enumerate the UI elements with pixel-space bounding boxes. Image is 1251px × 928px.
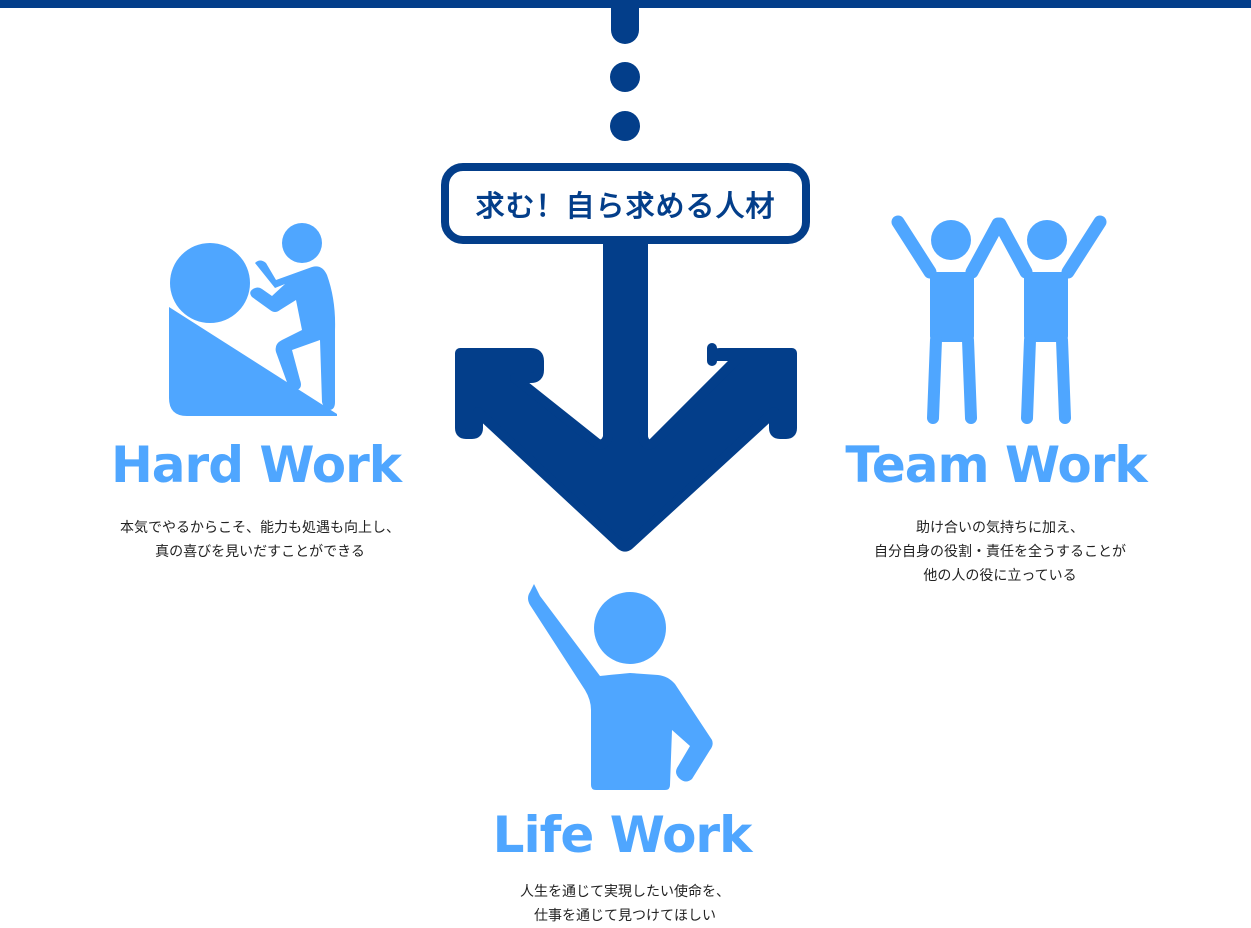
hard-work-title: Hard Work: [110, 436, 402, 494]
description-line: 自分自身の役割・責任を全うすることが: [874, 544, 1126, 560]
center-label-box: 求む！自ら求める人材: [441, 163, 810, 244]
three-way-arrow-icon: [455, 239, 797, 552]
description-line: 仕事を通じて見つけてほしい: [534, 908, 716, 924]
person-pointing-up-icon: [528, 584, 713, 790]
person-pushing-boulder-icon: [169, 223, 337, 416]
description-line: 人生を通じて実現したい使命を、: [520, 884, 730, 900]
description-line: 他の人の役に立っている: [923, 568, 1077, 584]
description-line: 本気でやるからこそ、能力も処遇も向上し、: [120, 520, 400, 536]
two-people-high-five-icon: [891, 215, 1107, 424]
dotted-connector-icon: [610, 0, 640, 141]
hard-work-description: 本気でやるからこそ、能力も処遇も向上し、 真の喜びを見いだすことができる: [80, 516, 440, 564]
life-work-description: 人生を通じて実現したい使命を、 仕事を通じて見つけてほしい: [445, 880, 805, 928]
description-line: 助け合いの気持ちに加え、: [916, 520, 1084, 536]
life-work-title: Life Work: [492, 806, 753, 864]
team-work-description: 助け合いの気持ちに加え、 自分自身の役割・責任を全うすることが 他の人の役に立っ…: [820, 516, 1180, 588]
team-work-title: Team Work: [845, 436, 1147, 494]
description-line: 真の喜びを見いだすことができる: [155, 544, 365, 560]
center-label: 求む！自ら求める人材: [475, 188, 776, 223]
